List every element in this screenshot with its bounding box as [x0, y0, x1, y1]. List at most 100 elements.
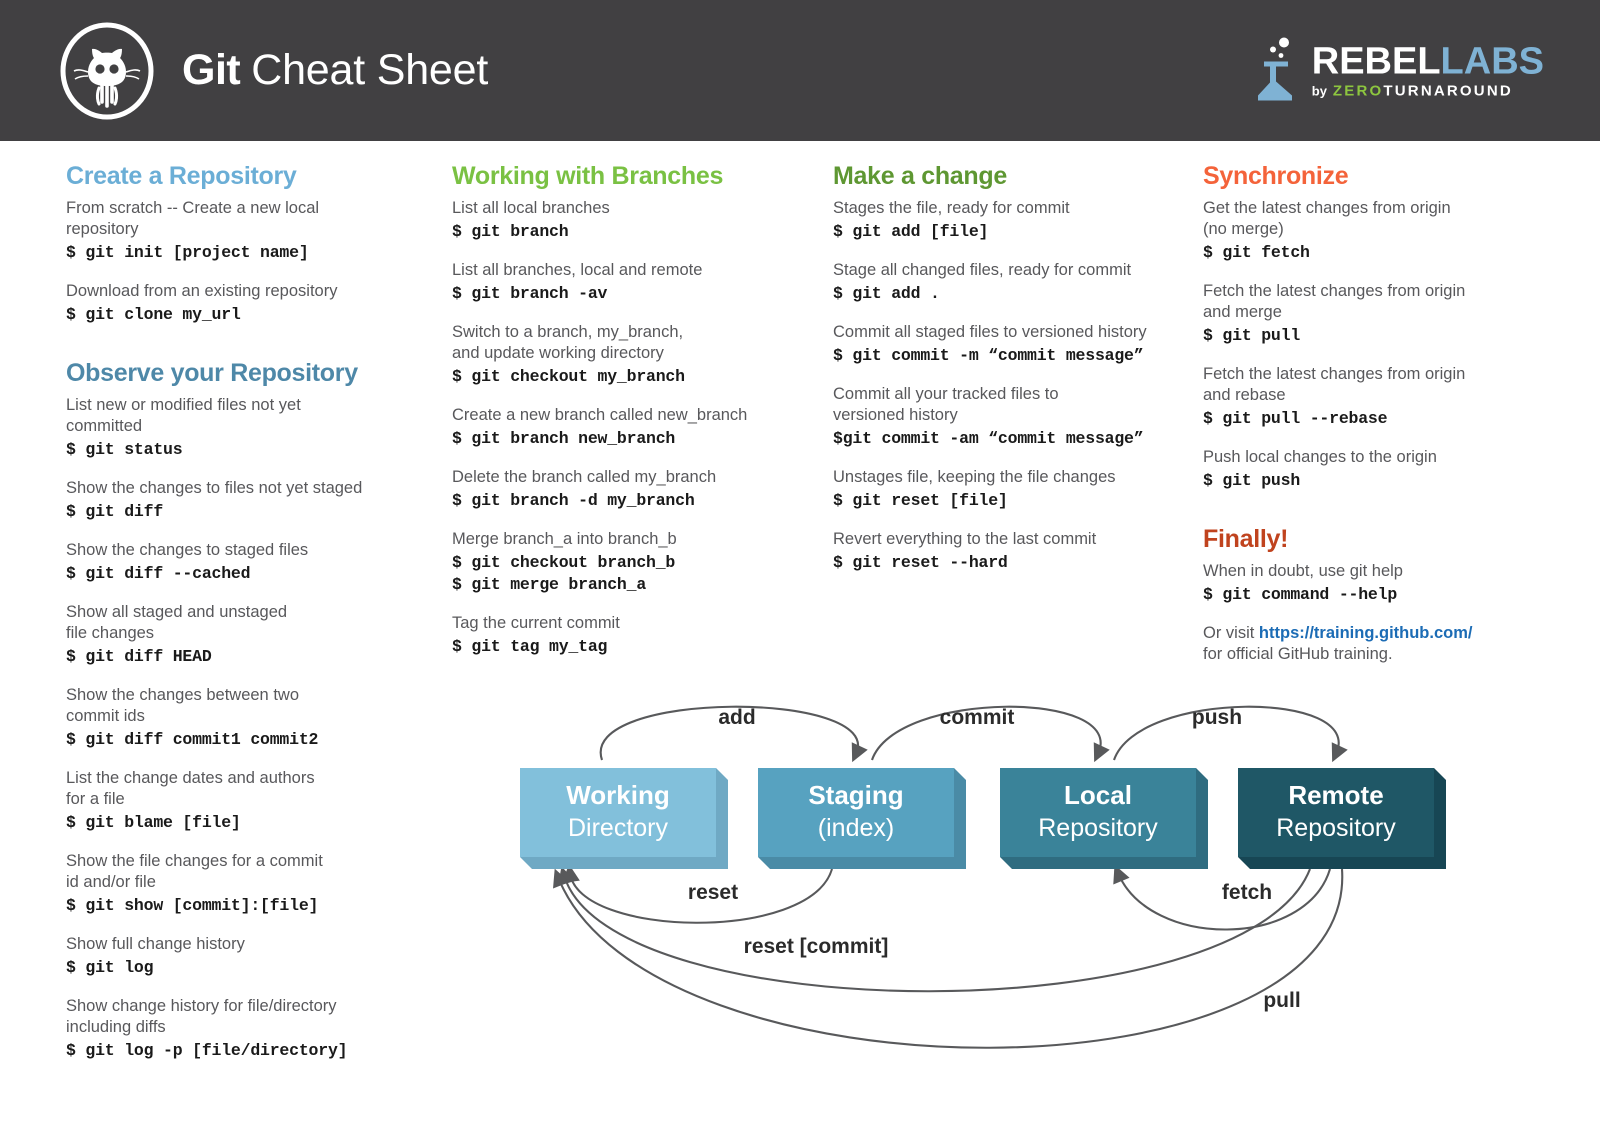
command-entry: Download from an existing repository$ gi… [66, 281, 438, 324]
training-footer: Or visit https://training.github.com/for… [1203, 624, 1473, 664]
arrow-label-reset: reset [688, 881, 738, 904]
command-description: Commit all staged files to versioned his… [833, 323, 1147, 342]
command-description: Get the latest changes from origin(no me… [1203, 199, 1451, 239]
section-heading-make-a-change: Make a change [833, 162, 1007, 190]
command-text: $git commit -am “commit message” [833, 429, 1144, 449]
octocat-icon [58, 22, 156, 120]
command-text: $ git status [66, 440, 183, 460]
command-entry: List all branches, local and remote$ git… [452, 260, 812, 303]
box-label-bottom: Repository [1038, 814, 1158, 842]
section-heading-finally: Finally! [1203, 524, 1289, 553]
command-text: $ git add . [833, 284, 940, 304]
command-text: $ git tag my_tag [452, 636, 608, 656]
arrow-label-pull: pull [1263, 989, 1300, 1012]
command-description: Create a new branch called new_branch [452, 406, 748, 425]
section-heading-observe-your-repository: Observe your Repository [66, 359, 358, 388]
command-description: Unstages file, keeping the file changes [833, 468, 1116, 487]
command-description: Tag the current commit [452, 613, 620, 632]
section-heading-working-with-branches: Working with Branches [452, 162, 724, 190]
command-text: $ git reset --hard [833, 552, 1008, 572]
command-entry: Delete the branch called my_branch $ git … [452, 467, 812, 510]
title-bold: Git [182, 46, 241, 94]
arrow-label-add: add [718, 706, 755, 729]
command-description: Stages the file, ready for commit [833, 199, 1070, 218]
command-text: $ git branch -av [452, 284, 608, 304]
command-text: $ git show [commit]:[file] [66, 895, 319, 915]
command-description: List all local branches [452, 199, 610, 218]
command-text: $ git pull --rebase [1203, 408, 1388, 428]
command-description: Download from an existing repository [66, 282, 338, 301]
page-title: Git Cheat Sheet [182, 46, 488, 95]
flask-icon [1248, 33, 1306, 108]
command-description: Delete the branch called my_branch [452, 468, 717, 487]
command-text: $ git log -p [file/directory] [66, 1040, 348, 1060]
command-entry: Create a new branch called new_branch $ g… [452, 405, 812, 448]
box-label-bottom: Repository [1276, 814, 1396, 842]
command-description: Push local changes to the origin [1203, 447, 1437, 466]
command-entry: Push local changes to the origin $ git pu… [1203, 447, 1543, 490]
arrow-commit [871, 705, 1110, 763]
command-description: Show full change history [66, 934, 245, 953]
command-entry: When in doubt, use git help$ git command… [1203, 561, 1543, 604]
command-entry: Commit all staged files to versioned his… [833, 322, 1183, 365]
command-text: $ git checkout branch_b [452, 552, 676, 572]
command-text: $ git init [project name] [66, 243, 309, 263]
command-text: $ git fetch [1203, 243, 1310, 263]
command-text: $ git command --help [1203, 585, 1398, 605]
brand-zero: ZERO [1332, 82, 1384, 100]
arrow-reset-commit [557, 866, 1311, 993]
command-text: $ git diff [66, 502, 164, 522]
diagram-box-local-repository [1000, 768, 1208, 869]
command-text: $ git commit -m “commit message” [833, 346, 1144, 366]
command-text: $ git branch -d my_branch [452, 490, 695, 510]
command-text: $ git diff --cached [66, 564, 251, 584]
command-entry: Switch to a branch, my_branch,and update… [452, 322, 812, 386]
arrow-pull [553, 868, 1344, 1049]
command-text: $ git blame [file] [66, 812, 241, 832]
command-entry: Tag the current commit $ git tag my_tag [452, 613, 812, 656]
command-entry: Stage all changed files, ready for commi… [833, 260, 1183, 303]
brand-rebel: REBEL [1311, 40, 1441, 83]
command-description: Merge branch_a into branch_b [452, 529, 677, 548]
arrow-reset [562, 864, 834, 924]
command-entry: Show full change history$ git log [66, 934, 438, 977]
arrow-label-reset-commit: reset [commit] [744, 935, 889, 958]
arrow-label-push: push [1192, 706, 1242, 729]
diagram-box-staging-index [758, 768, 966, 869]
github-training-link[interactable]: https://training.github.com/ [1258, 624, 1473, 643]
arrow-label-fetch: fetch [1222, 881, 1272, 904]
box-label-bottom: (index) [818, 814, 894, 842]
command-entry: Revert everything to the last commit$ gi… [833, 529, 1183, 572]
command-entry: Get the latest changes from origin(no me… [1203, 198, 1543, 262]
command-text: $ git diff HEAD [66, 647, 212, 667]
section-heading-synchronize: Synchronize [1203, 162, 1349, 190]
command-description: Switch to a branch, my_branch,and update… [452, 323, 684, 363]
command-entry: Merge branch_a into branch_b $ git checko… [452, 529, 812, 594]
command-entry: Stages the file, ready for commit$ git a… [833, 198, 1183, 241]
command-entry: List all local branches$ git branch [452, 198, 812, 241]
section-heading-create-a-repository: Create a Repository [66, 162, 297, 190]
command-text: $ git branch new_branch [452, 429, 676, 449]
arrow-add [599, 705, 868, 763]
diagram-box-remote-repository [1238, 768, 1446, 869]
command-text: $ git push [1203, 470, 1301, 490]
